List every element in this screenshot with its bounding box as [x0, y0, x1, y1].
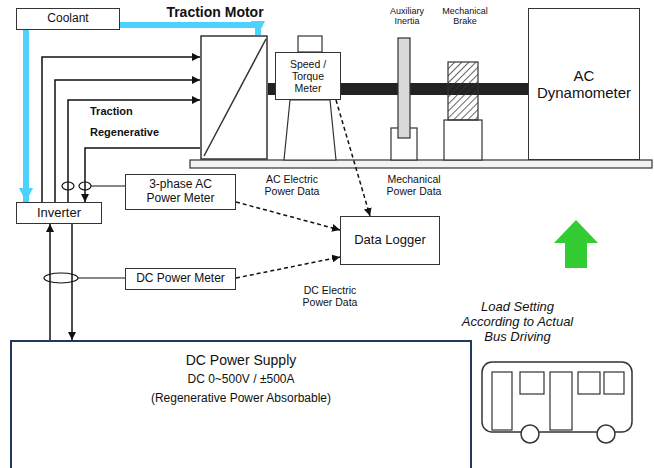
- power-wire: [71, 224, 73, 340]
- bus-window: [578, 372, 600, 394]
- inertia-disc: [398, 38, 410, 138]
- edge-label: Mechanical Power Data: [372, 173, 456, 197]
- edge-label: DC Electric Power Data: [288, 284, 372, 308]
- part-label: Mechanical Brake: [434, 6, 496, 27]
- logger-box: Data Logger: [340, 216, 440, 265]
- node-text: DC Power Supply: [186, 352, 297, 368]
- node-text: Inverter: [37, 206, 81, 221]
- motor-outline: [200, 35, 268, 160]
- power-wire: [49, 224, 51, 340]
- meter-stand: [284, 100, 336, 160]
- coolant-box: Coolant: [16, 8, 120, 30]
- meter-box: 3-phase AC Power Meter: [125, 174, 236, 210]
- brake-stand: [444, 120, 482, 160]
- base-plate: [190, 160, 652, 168]
- node-text: Coolant: [47, 12, 88, 26]
- bus-window: [604, 372, 624, 394]
- part-label: Regenerative: [90, 126, 180, 139]
- brake-body: [448, 62, 478, 120]
- traction-motor: Traction Motor: [200, 35, 268, 160]
- current-sensor: [44, 273, 78, 283]
- node-heading: Traction Motor: [130, 4, 300, 20]
- data-link: [236, 202, 340, 230]
- node-text: DC Power Meter: [136, 272, 225, 286]
- motor-housing: [201, 36, 267, 159]
- node-text: Speed / Torque Meter: [281, 58, 335, 94]
- sensor-lead: [78, 277, 125, 278]
- node-text: Data Logger: [354, 233, 426, 248]
- bus-wheel: [521, 425, 539, 443]
- bus-body: [482, 362, 632, 432]
- part-label: Traction: [90, 105, 160, 118]
- motor-diagonal: [204, 39, 266, 156]
- meter-box: Speed / Torque Meter: [275, 52, 341, 100]
- data-link: [236, 257, 340, 278]
- part-label: Load Setting According to Actual Bus Dri…: [455, 300, 580, 345]
- part-label: Auxiliary Inertia: [378, 6, 436, 27]
- node-text: 3-phase AC Power Meter: [131, 178, 230, 206]
- bus-door: [492, 372, 512, 430]
- bus-window: [520, 372, 544, 394]
- coolant-pipe: [23, 30, 29, 202]
- edge-label: AC Electric Power Data: [250, 173, 334, 197]
- bus-wheel: [597, 425, 615, 443]
- dynamometer-box: AC Dynamometer: [528, 8, 640, 160]
- power-supply-box: DC Power Supply DC 0~500V / ±500A (Regener…: [10, 340, 472, 468]
- meter-box: DC Power Meter: [125, 268, 236, 290]
- sensor-lead: [91, 185, 125, 186]
- load-arrow: [554, 220, 598, 268]
- meter-encoder: [298, 36, 322, 52]
- node-text: (Regenerative Power Absorbable): [151, 392, 331, 406]
- inverter-box: Inverter: [16, 202, 102, 224]
- node-text: AC Dynamometer: [537, 67, 631, 102]
- node-text: DC 0~500V / ±500A: [188, 373, 295, 387]
- data-link: [336, 100, 370, 216]
- bus-door: [550, 372, 572, 430]
- coolant-pipe: [120, 25, 258, 35]
